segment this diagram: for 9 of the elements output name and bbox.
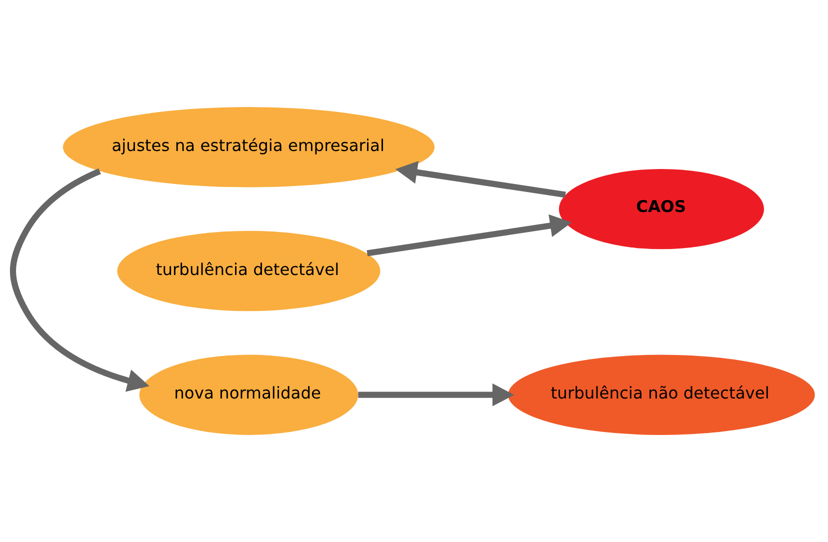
arrow [358,383,514,406]
node-ellipse: turbulência detectável [117,230,380,312]
node-ellipse: ajustes na estratégia empresarial [62,107,435,188]
node-ellipse: nova normalidade [139,354,358,435]
arrow [366,214,572,256]
node-ellipse: turbulência não detectável [508,354,815,435]
arrow [10,168,150,392]
node-ellipse: CAOS [558,168,764,250]
arrow [395,161,566,198]
